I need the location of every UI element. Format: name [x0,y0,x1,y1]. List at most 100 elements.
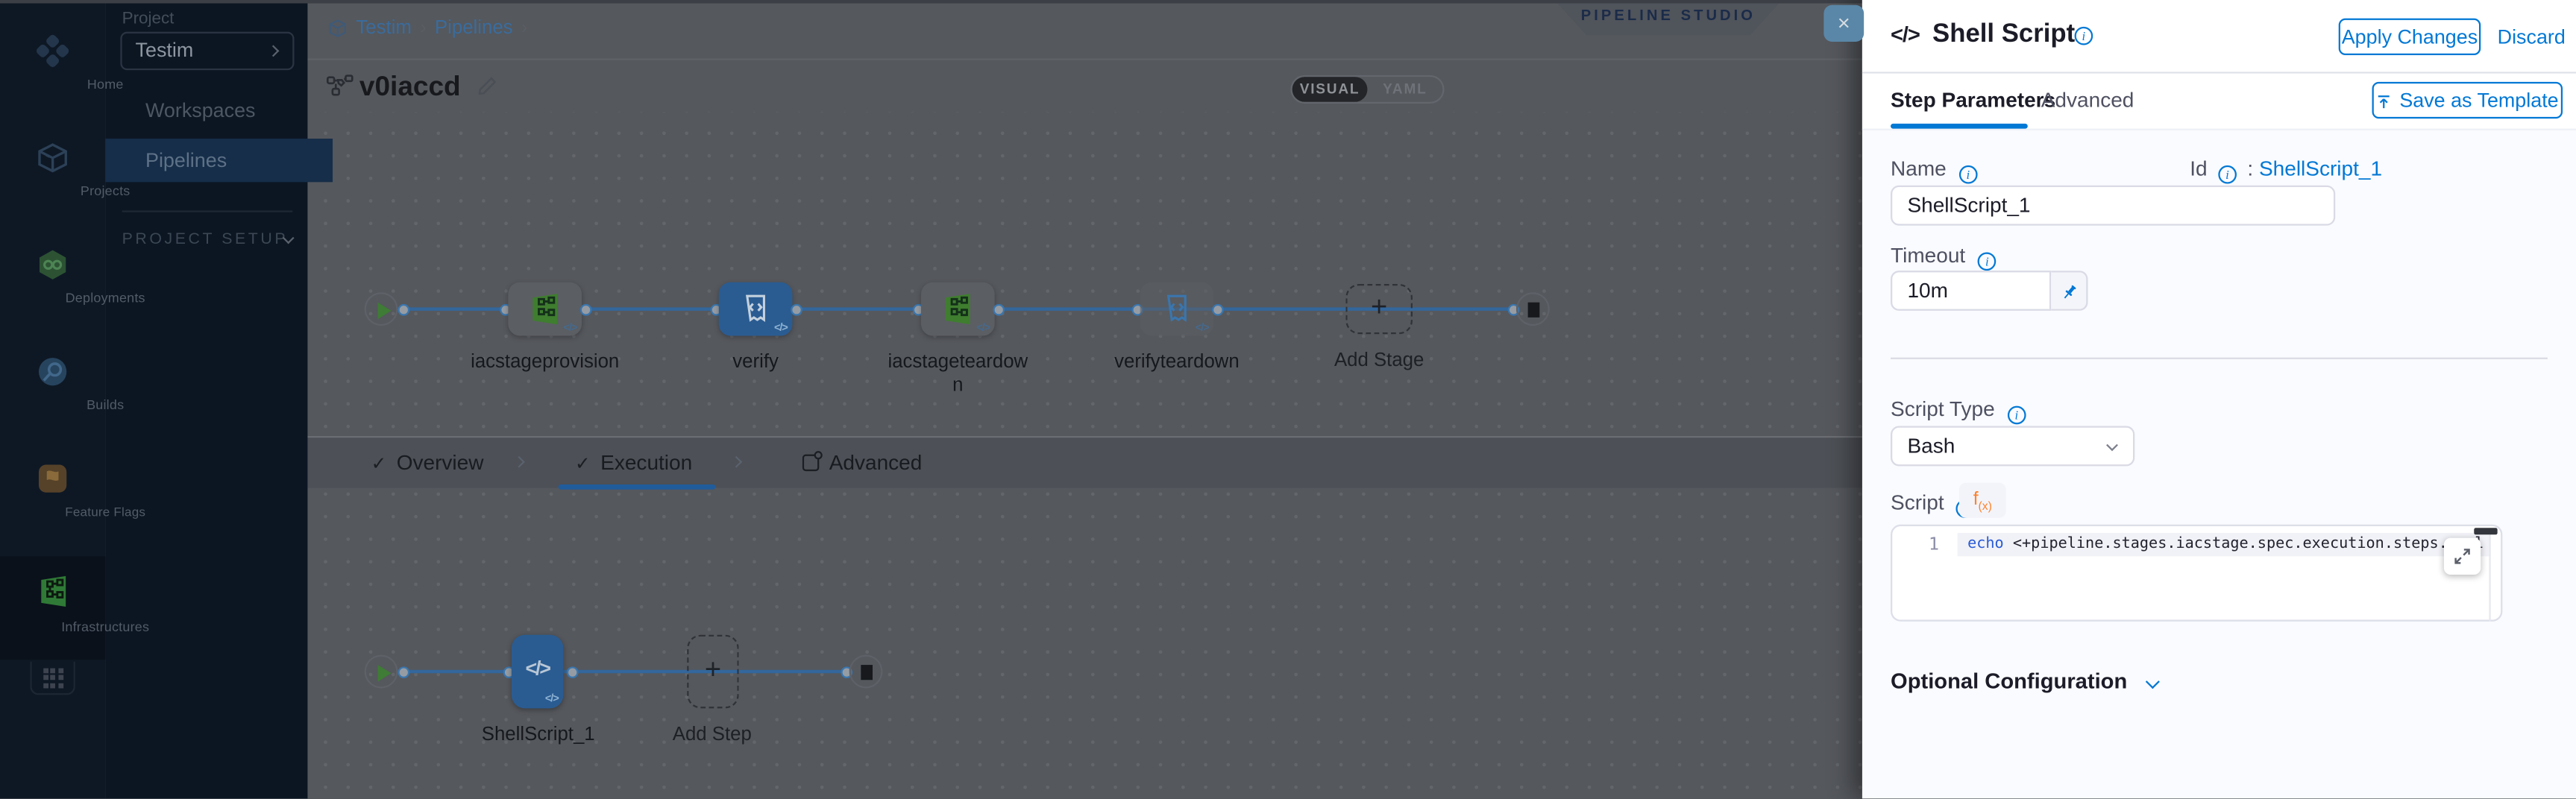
tab-panel-advanced[interactable]: Advanced [2041,88,2134,113]
script-type-select[interactable]: Bash [1891,426,2135,467]
step-node-shellscript[interactable]: </> </> [511,634,564,709]
active-tab-underline [558,484,716,490]
check-icon: ✓ [371,454,387,475]
step-label: ShellScript_1 [481,724,595,745]
pipeline-name: v0iaccd [359,72,461,102]
stage-label: verifyteardown [1114,352,1240,373]
close-icon: × [1837,10,1850,36]
info-icon[interactable]: i [2007,405,2026,425]
discard-button[interactable]: Discard [2497,25,2566,49]
project-cube-icon [329,19,346,38]
custom-stage-icon [746,294,765,322]
sidebar-item-home[interactable]: Home [0,13,123,113]
plus-icon: + [1371,291,1388,323]
stage-label: iacstageprovision [471,352,620,373]
breadcrumb-project-link[interactable]: Testim [356,18,412,39]
save-as-template-button[interactable]: Save as Template [2372,81,2563,119]
sidebar-item-builds[interactable]: Builds [0,334,124,434]
active-line-highlight [1957,533,2491,557]
info-icon[interactable]: i [1958,165,1978,184]
main-sidebar: Home Projects Deployments Builds [0,0,149,799]
apps-grid-button[interactable] [30,661,75,695]
stage-node-verify[interactable]: </> [718,282,793,336]
info-icon[interactable]: i [2074,26,2093,45]
harness-logo-icon [36,34,69,67]
script-code-editor[interactable]: 1 echo <+pipeline.stages.iacstage.spec.e… [1891,524,2503,622]
expand-editor-button[interactable] [2443,537,2481,575]
expression-fx-button[interactable]: f(x) [1958,482,2006,518]
tab-advanced[interactable]: Advanced [802,438,922,489]
step-flow-connector [403,669,846,674]
sidebar-item-infrastructures[interactable]: Infrastructures [0,556,149,660]
line-number: 1 [1928,534,1940,555]
top-border [0,0,1862,4]
pin-icon [2064,285,2076,299]
script-code-line: echo <+pipeline.stages.iacstage.spec.exe… [1967,536,2484,553]
tab-execution[interactable]: ✓Execution [575,451,693,475]
timeout-input[interactable]: 10m [1891,271,2052,311]
add-step-button[interactable]: + [687,634,739,709]
connector-dot [790,303,802,315]
edit-pencil-icon[interactable] [477,75,498,97]
sidebar-item-label: Home [87,77,124,92]
toggle-yaml[interactable]: YAML [1383,80,1427,98]
tab-step-parameters[interactable]: Step Parameters [1891,88,2056,113]
chevron-right-icon [730,455,743,468]
breadcrumb-pipelines-link[interactable]: Pipelines [434,18,513,39]
sidebar-divider [122,210,293,212]
panel-header: </> Shell Script i Apply Changes Discard [1862,0,2576,74]
stage-node-iacstageteardown[interactable]: </> [921,282,995,336]
apply-changes-button[interactable]: Apply Changes [2338,18,2481,55]
stage-node-verifyteardown[interactable]: </> [1140,282,1214,336]
code-badge-icon: </> [976,322,990,335]
close-panel-button[interactable]: × [1823,4,1865,42]
view-mode-toggle: VISUAL YAML [1290,75,1445,104]
optional-configuration-toggle[interactable]: Optional Configuration [1891,669,2160,693]
id-separator: : [2247,157,2254,181]
input-type-selector[interactable] [2051,271,2088,311]
timeout-field-label: Timeout i [1891,244,1997,271]
sidebar-item-label: Feature Flags [65,504,146,520]
sidebar-item-projects[interactable]: Projects [0,120,130,220]
check-icon: ✓ [575,454,591,475]
code-badge-icon: </> [773,322,788,335]
stage-label: verify [732,352,779,373]
step-id-value[interactable]: ShellScript_1 [2258,157,2383,181]
execution-end-node [849,654,883,689]
script-type-label: Script Type i [1891,397,2026,425]
project-selector[interactable]: Testim [120,31,295,71]
sidebar-item-workspaces[interactable]: Workspaces [145,98,256,122]
info-icon[interactable]: i [2218,165,2237,184]
cube-icon [38,143,67,173]
editor-scrollbar-thumb[interactable] [2474,528,2498,535]
connector-dot [565,666,578,678]
code-badge-icon: </> [563,322,578,335]
sidebar-item-pipelines[interactable]: Pipelines [105,139,333,183]
project-selector-value: Testim [135,38,194,62]
info-icon[interactable]: i [1977,252,1997,271]
project-setup-toggle[interactable]: PROJECT SETUP [122,230,296,249]
pipeline-subheader: v0iaccd VISUAL YAML [307,60,1862,112]
stage-node-iacstageprovision[interactable]: </> [508,282,582,336]
panel-body: Name i Id i : ShellScript_1 ShellScript_… [1862,130,2576,799]
connector-dot [397,303,409,315]
stop-icon [1527,302,1540,318]
infrastructure-stage-icon [533,294,558,325]
add-stage-button[interactable]: + [1345,284,1413,335]
pipeline-end-node [1515,292,1550,326]
id-label: Id [2190,157,2208,181]
grid-icon [43,667,63,688]
name-input[interactable]: ShellScript_1 [1891,185,2336,226]
builds-icon [38,358,67,386]
sidebar-item-deployments[interactable]: Deployments [0,227,145,327]
connector-dot [397,666,409,678]
sidebar-item-feature-flags[interactable]: Feature Flags [0,441,145,541]
shell-script-icon: </> [525,656,551,680]
code-icon: </> [1891,22,1920,47]
pipeline-studio-badge: PIPELINE STUDIO [1554,0,1782,36]
tab-overview[interactable]: ✓Overview [371,451,484,475]
stage-canvas[interactable]: </> </> [307,112,1862,799]
sidebar-item-label: Projects [80,183,131,199]
chevron-down-icon [2106,439,2118,452]
toggle-visual[interactable]: VISUAL [1292,77,1368,102]
